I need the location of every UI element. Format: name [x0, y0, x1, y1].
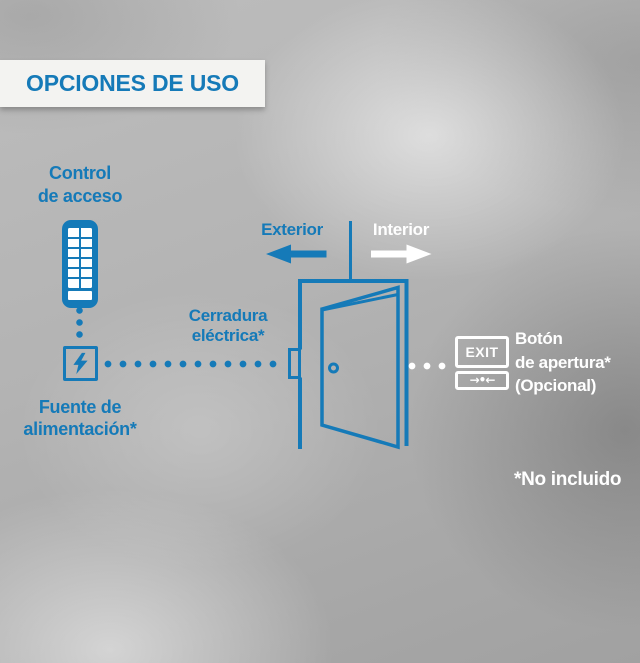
connector-dots-vertical: [76, 307, 83, 342]
exit-button-icon: EXIT →•←: [455, 336, 509, 390]
exit-button-label-line3: (Opcional): [515, 376, 597, 395]
keypad-grid: [68, 228, 92, 288]
door-diagram: [266, 221, 432, 450]
power-source-label-line1: Fuente de: [38, 397, 122, 417]
door-leaf-top-edge: [321, 293, 399, 312]
electric-lock-label-line1: Cerradura: [188, 306, 268, 325]
exterior-arrow-icon: [266, 244, 327, 264]
electric-lock-label-line2: eléctrica*: [191, 326, 265, 345]
exit-button-label-line1: Botón: [515, 329, 563, 348]
exit-button-label: Botón de apertura* (Opcional): [515, 327, 640, 398]
electric-lock-strike: [288, 348, 301, 379]
exit-button-label-line2: de apertura*: [515, 352, 611, 372]
exit-text-box: EXIT: [455, 336, 509, 368]
connector-dots-horizontal-blue: [104, 360, 282, 368]
power-source-label-line2: alimentación*: [23, 419, 137, 439]
footnote: *No incluido: [514, 469, 622, 490]
electric-lock-label: Cerradura eléctrica*: [168, 306, 288, 346]
power-source-label: Fuente de alimentación*: [5, 396, 155, 440]
keypad-icon: [62, 220, 98, 308]
door-leaf: [320, 285, 400, 450]
exit-symbol-box: →•←: [455, 371, 509, 390]
power-source-box: [63, 346, 98, 381]
access-control-label-line1: Control: [49, 163, 111, 183]
lightning-icon: [73, 352, 88, 375]
exterior-label: Exterior: [261, 220, 323, 239]
exit-text: EXIT: [465, 344, 499, 360]
door-knob: [328, 362, 339, 374]
door-frame: [298, 279, 409, 449]
access-control-label-line2: de acceso: [37, 186, 123, 206]
press-to-exit-symbol-icon: →•←: [469, 373, 496, 387]
page-title: OPCIONES DE USO: [26, 70, 239, 96]
interior-label: Interior: [372, 220, 430, 239]
connector-dots-horizontal-white: [408, 362, 452, 370]
access-control-label: Control de acceso: [10, 162, 150, 208]
interior-arrow-icon: [371, 244, 432, 264]
title-banner: OPCIONES DE USO: [0, 60, 265, 107]
